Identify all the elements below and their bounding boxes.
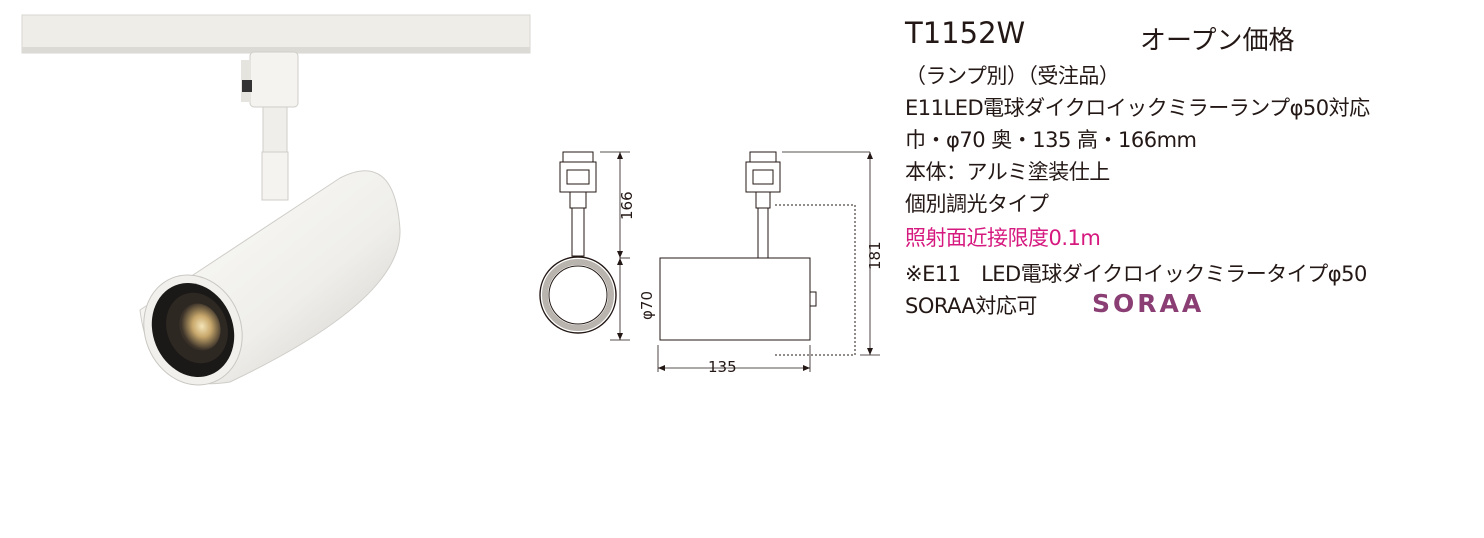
- model-number: T1152W: [905, 16, 1026, 50]
- lamp-note: （ランプ別）（受注品）: [905, 64, 1120, 88]
- dimension-drawing: 166 φ70 181 135: [539, 151, 884, 376]
- soraa-logo: SORAA: [1092, 289, 1205, 318]
- dimension-lines: [600, 151, 880, 372]
- compatible-lamp: ※E11 LED電球ダイクロイックミラータイプφ50: [905, 262, 1367, 286]
- product-photo: [21, 14, 531, 386]
- total-height-label: 181: [866, 241, 884, 270]
- front-view: [539, 151, 617, 334]
- lamp-type: E11LED電球ダイクロイックミラーランプφ50対応: [905, 96, 1370, 120]
- finish-text: 本体：アルミ塗装仕上: [905, 160, 1110, 184]
- soraa-compatible: SORAA対応可: [905, 294, 1037, 318]
- track-rail: [21, 14, 531, 54]
- dimensions-text: 巾・φ70 奥・135 高・166mm: [905, 128, 1197, 152]
- diameter-label: φ70: [638, 291, 656, 320]
- depth-label: 135: [708, 358, 737, 376]
- height-label: 166: [618, 191, 636, 220]
- track-adapter: [241, 51, 299, 201]
- spotlight-body: [139, 170, 401, 386]
- distance-limit: 照射面近接限度0.1m: [905, 226, 1101, 250]
- price-label: オープン価格: [1140, 26, 1295, 56]
- dimming-text: 個別調光タイプ: [905, 192, 1049, 216]
- side-view: [659, 151, 856, 356]
